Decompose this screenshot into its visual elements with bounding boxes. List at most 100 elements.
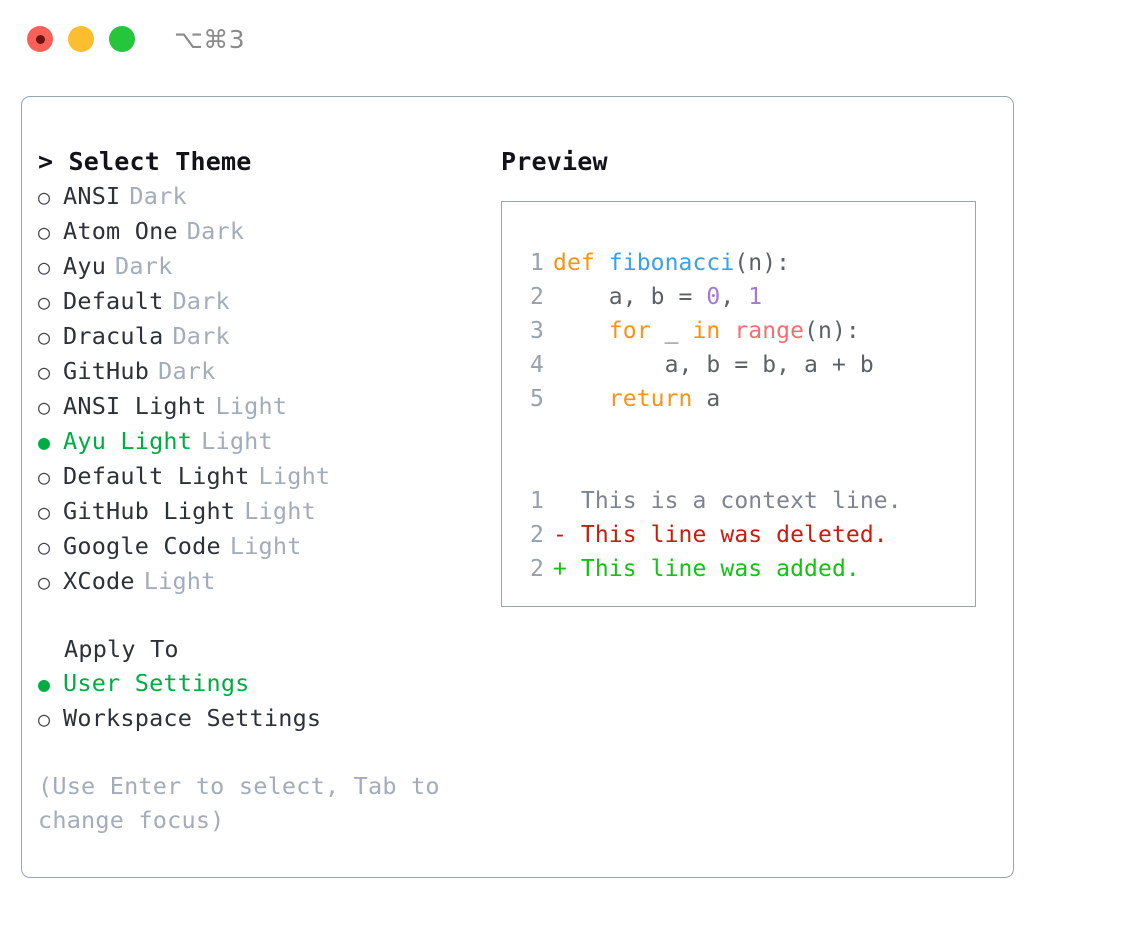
radio-unselected-icon: ○ bbox=[38, 360, 51, 384]
radio-unselected-icon: ○ bbox=[38, 325, 51, 349]
close-button[interactable] bbox=[27, 26, 53, 52]
minimize-button[interactable] bbox=[68, 26, 94, 52]
theme-option-label: ANSI bbox=[63, 182, 121, 210]
theme-option-dracula[interactable]: ○ Dracula Dark bbox=[38, 319, 478, 354]
radio-selected-icon: ● bbox=[38, 672, 51, 696]
radio-unselected-icon: ○ bbox=[38, 500, 51, 524]
theme-option-label: GitHub Light bbox=[63, 497, 236, 525]
theme-option-variant: Dark bbox=[129, 182, 187, 210]
theme-option-variant: Light bbox=[201, 427, 273, 455]
theme-option-label: XCode bbox=[63, 567, 135, 595]
code-token-plain: a bbox=[692, 386, 721, 412]
line-number: 4 bbox=[530, 352, 544, 378]
theme-option-default[interactable]: ○ Default Dark bbox=[38, 284, 478, 319]
apply-to-header: Apply To bbox=[64, 635, 179, 663]
theme-option-ansi[interactable]: ○ ANSI Dark bbox=[38, 179, 478, 214]
maximize-button[interactable] bbox=[109, 26, 135, 52]
window-title: ⌥⌘3 bbox=[174, 24, 246, 54]
code-token-plain bbox=[553, 318, 609, 344]
code-line-content: return a bbox=[553, 382, 720, 416]
theme-option-variant: Dark bbox=[172, 322, 230, 350]
line-number: 1 bbox=[530, 488, 544, 514]
theme-option-variant: Light bbox=[258, 462, 331, 490]
theme-option-label: Google Code bbox=[63, 532, 221, 560]
code-token-plain: , bbox=[720, 284, 749, 310]
theme-option-variant: Dark bbox=[172, 287, 230, 315]
radio-unselected-icon: ○ bbox=[38, 395, 51, 419]
code-token-plain: a, b = bbox=[553, 284, 707, 310]
apply-to-option-label: User Settings bbox=[63, 669, 250, 697]
apply-to-option-label: Workspace Settings bbox=[63, 704, 322, 732]
theme-option-xcode[interactable]: ○ XCode Light bbox=[38, 564, 478, 599]
code-token-kw: for bbox=[608, 318, 651, 344]
code-line: 4 a, b = b, a + b bbox=[516, 348, 975, 382]
diff-line-text: This is a context line. bbox=[566, 488, 902, 514]
apply-to-list: ● User Settings ○ Workspace Settings bbox=[38, 666, 478, 736]
radio-selected-icon: ● bbox=[38, 430, 51, 454]
code-token-kw: in bbox=[692, 318, 721, 344]
select-theme-header: > Select Theme bbox=[38, 147, 252, 176]
code-token-kw: return bbox=[608, 386, 693, 412]
preview-title: Preview bbox=[501, 147, 608, 176]
code-line: 5 return a bbox=[516, 382, 975, 416]
theme-option-label: Default bbox=[63, 287, 164, 315]
line-number: 2 bbox=[530, 556, 544, 582]
code-token-fn: fibonacci bbox=[608, 250, 735, 276]
code-token-plain bbox=[553, 386, 609, 412]
theme-option-label: Dracula bbox=[63, 322, 164, 350]
code-token-plain: (n): bbox=[734, 250, 791, 276]
theme-option-label: ANSI Light bbox=[63, 392, 207, 420]
section-spacer bbox=[38, 599, 478, 632]
theme-option-ansi-light[interactable]: ○ ANSI Light Light bbox=[38, 389, 478, 424]
theme-option-variant: Light bbox=[244, 497, 316, 525]
diff-marker bbox=[553, 484, 567, 518]
line-number: 2 bbox=[530, 522, 544, 548]
radio-unselected-icon: ○ bbox=[38, 465, 51, 489]
theme-option-variant: Dark bbox=[158, 357, 216, 385]
radio-unselected-icon: ○ bbox=[38, 185, 51, 209]
code-token-num: 0 bbox=[706, 284, 721, 310]
code-line-content: for _ in range(n): bbox=[553, 314, 860, 348]
diff-sample: 1 This is a context line.2- This line wa… bbox=[516, 484, 975, 586]
traffic-light-group bbox=[27, 26, 135, 52]
theme-option-variant: Dark bbox=[115, 252, 173, 280]
title-bar: ⌥⌘3 bbox=[0, 0, 1140, 78]
theme-option-label: Ayu bbox=[63, 252, 107, 280]
theme-option-variant: Light bbox=[143, 567, 216, 595]
radio-unselected-icon: ○ bbox=[38, 707, 51, 731]
code-token-bi: range bbox=[734, 318, 805, 344]
code-line-content: def fibonacci(n): bbox=[553, 246, 790, 280]
theme-option-label: Ayu Light bbox=[63, 427, 193, 455]
code-token-plain: _ bbox=[650, 318, 693, 344]
diff-marker: - bbox=[553, 522, 567, 548]
theme-option-ayu[interactable]: ○ Ayu Dark bbox=[38, 249, 478, 284]
theme-option-github-light[interactable]: ○ GitHub Light Light bbox=[38, 494, 478, 529]
apply-to-option-workspace-settings[interactable]: ○ Workspace Settings bbox=[38, 701, 478, 736]
radio-unselected-icon: ○ bbox=[38, 220, 51, 244]
theme-option-ayu-light[interactable]: ● Ayu Light Light bbox=[38, 424, 478, 459]
radio-unselected-icon: ○ bbox=[38, 290, 51, 314]
theme-option-variant: Light bbox=[215, 392, 288, 420]
radio-unselected-icon: ○ bbox=[38, 255, 51, 279]
code-line-content: a, b = b, a + b bbox=[553, 348, 874, 382]
theme-option-variant: Dark bbox=[186, 217, 245, 245]
code-token-plain: (n): bbox=[804, 318, 860, 344]
code-line-content: a, b = 0, 1 bbox=[553, 280, 762, 314]
radio-unselected-icon: ○ bbox=[38, 570, 51, 594]
code-diff-spacer-2 bbox=[516, 450, 975, 484]
diff-line-ctx: 1 This is a context line. bbox=[516, 484, 975, 518]
code-token-num: 1 bbox=[748, 284, 763, 310]
code-token-kw: def bbox=[553, 250, 609, 276]
apply-to-option-user-settings[interactable]: ● User Settings bbox=[38, 666, 478, 701]
radio-unselected-icon: ○ bbox=[38, 535, 51, 559]
